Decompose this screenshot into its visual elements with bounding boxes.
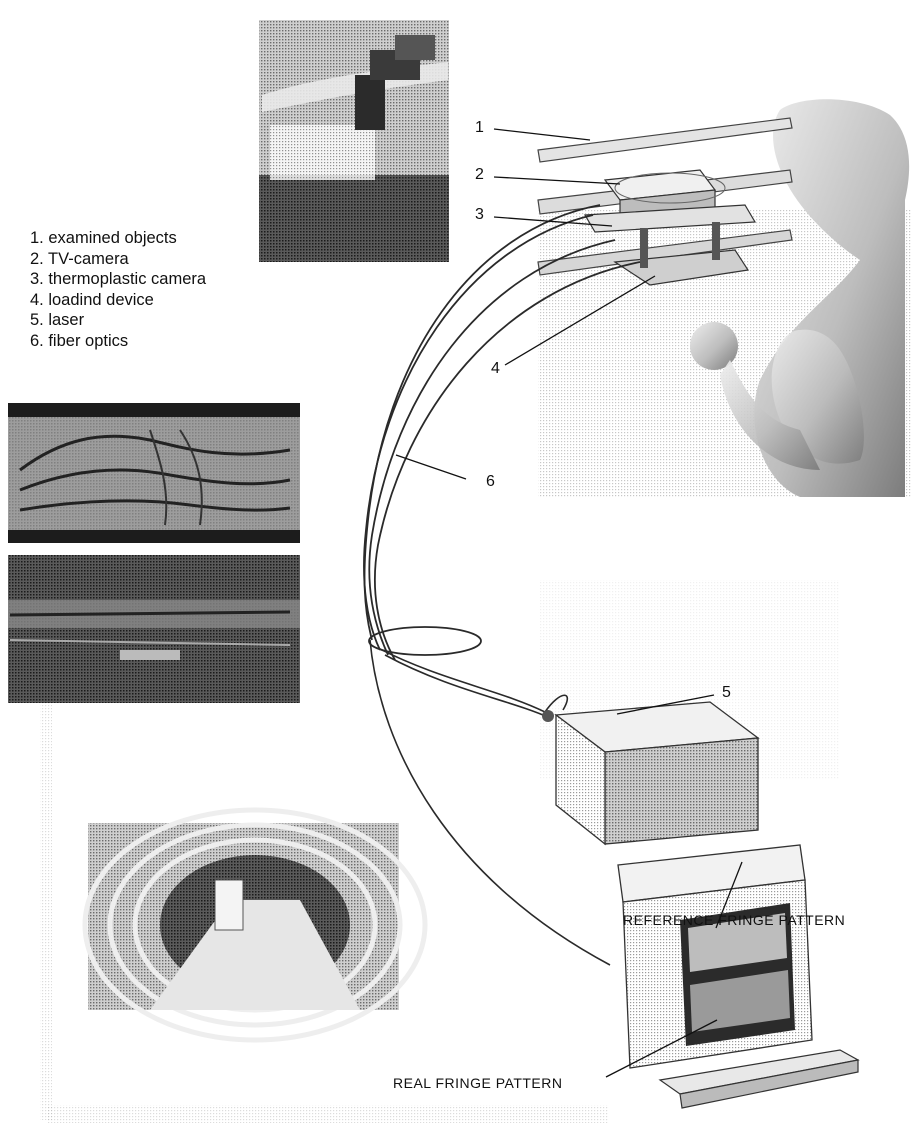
legend-item-fiber-optics: 6. fiber optics [30, 331, 206, 352]
legend-item-thermoplastic-camera: 3. thermoplastic camera [30, 269, 206, 290]
callout-4: 4 [491, 360, 500, 378]
callout-1: 1 [475, 119, 484, 137]
laser-box [542, 702, 758, 844]
circular-fringe-photo [85, 810, 425, 1040]
callout-3: 3 [475, 206, 484, 224]
legend-item-loading-device: 4. loadind device [30, 290, 206, 311]
caption-real-fringe-pattern: REAL FRINGE PATTERN [393, 1075, 562, 1091]
fringe-photo-upper [8, 403, 300, 543]
caption-reference-fringe-pattern: REFERENCE FRINGE PATTERN [623, 912, 845, 928]
apparatus-illustration [538, 99, 912, 497]
legend-item-laser: 5. laser [30, 310, 206, 331]
fringe-photo-lower [8, 555, 300, 703]
apparatus-photo [259, 20, 449, 262]
scan-shade-left [40, 700, 52, 1120]
callout-2: 2 [475, 166, 484, 184]
legend-item-tv-camera: 2. TV-camera [30, 249, 206, 270]
callout-6: 6 [486, 473, 495, 491]
legend: 1. examined objects 2. TV-camera 3. ther… [30, 228, 206, 351]
callout-5: 5 [722, 684, 731, 702]
scan-shade-bottom [48, 1105, 608, 1123]
legend-item-examined-objects: 1. examined objects [30, 228, 206, 249]
monitor [618, 845, 858, 1108]
